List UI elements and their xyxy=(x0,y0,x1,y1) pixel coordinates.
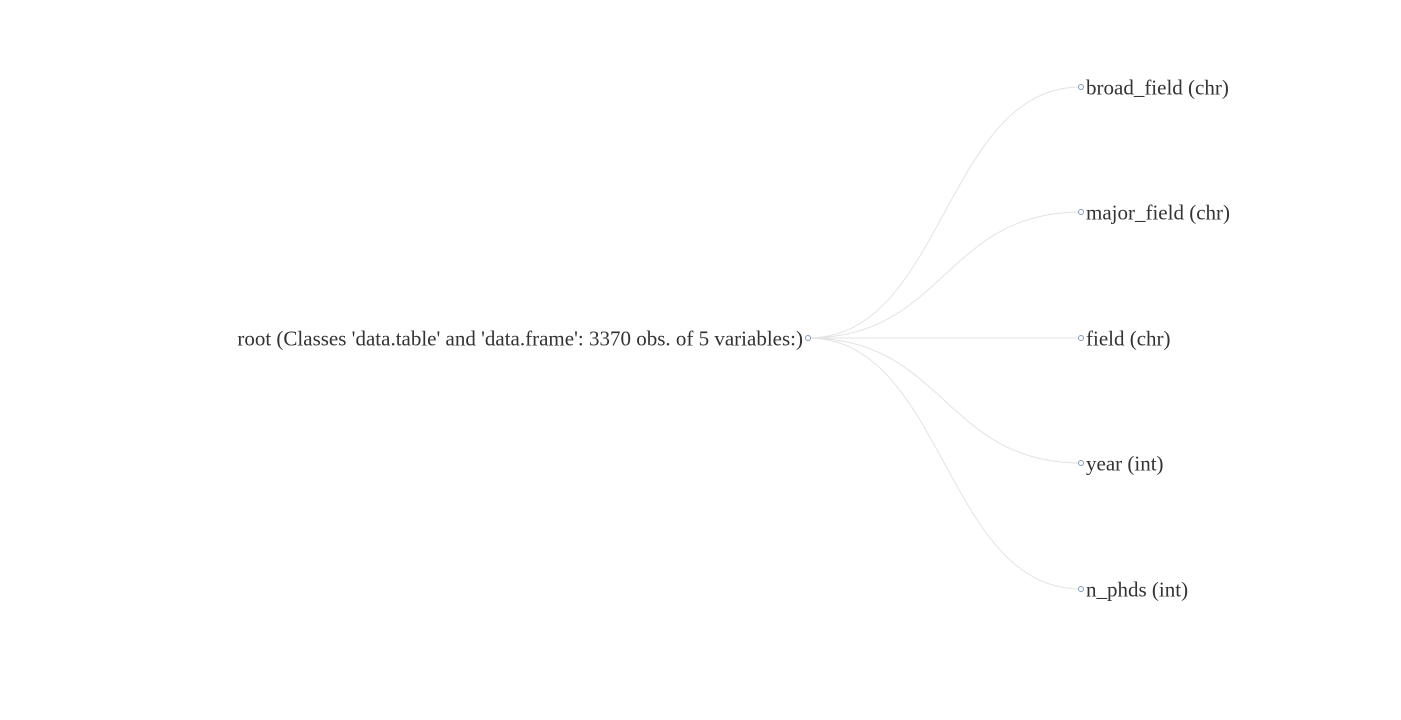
child-node-year[interactable]: year (int) xyxy=(1078,451,1164,475)
link-n-phds xyxy=(807,337,1082,590)
child-node-circle[interactable] xyxy=(1078,460,1084,466)
root-node-label: root (Classes 'data.table' and 'data.fra… xyxy=(237,326,803,350)
child-node-circle[interactable] xyxy=(1078,209,1084,215)
child-node-major-field[interactable]: major_field (chr) xyxy=(1078,200,1231,224)
child-node-label: major_field (chr) xyxy=(1086,200,1230,224)
child-node-circle[interactable] xyxy=(1078,586,1084,592)
child-node-label: broad_field (chr) xyxy=(1086,75,1229,99)
link-broad-field xyxy=(807,86,1082,339)
child-node-label: n_phds (int) xyxy=(1086,577,1188,601)
root-node[interactable]: root (Classes 'data.table' and 'data.fra… xyxy=(237,326,811,350)
child-node-label: field (chr) xyxy=(1086,326,1171,350)
root-node-circle[interactable] xyxy=(805,335,811,341)
link-year xyxy=(807,337,1082,464)
link-major-field xyxy=(807,211,1082,339)
child-node-broad-field[interactable]: broad_field (chr) xyxy=(1078,75,1229,99)
child-node-circle[interactable] xyxy=(1078,84,1084,90)
child-node-circle[interactable] xyxy=(1078,335,1084,341)
child-node-label: year (int) xyxy=(1086,451,1164,475)
tree-links xyxy=(807,86,1082,590)
child-node-field[interactable]: field (chr) xyxy=(1078,326,1171,350)
child-node-n-phds[interactable]: n_phds (int) xyxy=(1078,577,1189,601)
